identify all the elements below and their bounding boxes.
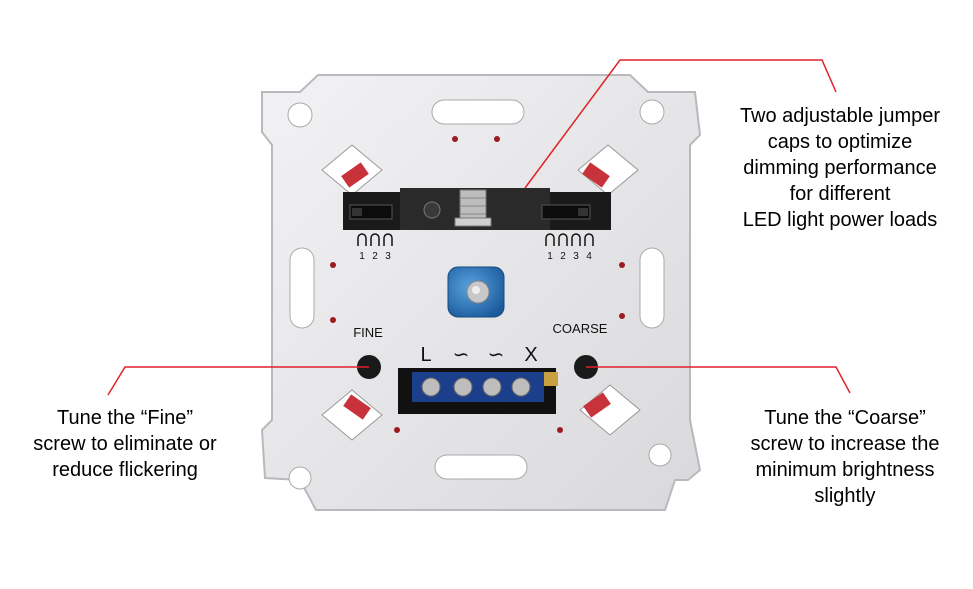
terminal-block <box>398 368 558 414</box>
callout-coarse-line-3: minimum brightness <box>755 459 935 481</box>
callout-jumper: Two adjustable jumper caps to optimize d… <box>690 103 973 233</box>
callout-coarse: Tune the “Coarse” screw to increase the … <box>720 405 970 509</box>
terminal-label-l: L <box>420 344 431 366</box>
callout-coarse-line-4: slightly <box>814 485 876 507</box>
claw-br <box>579 384 641 436</box>
fine-label: FINE <box>353 325 383 340</box>
jumper-right-num-4: 4 <box>586 251 592 262</box>
leader-fine <box>107 366 369 396</box>
slot-bottom <box>434 454 528 480</box>
jumper-right-num-1: 1 <box>547 251 553 262</box>
callout-jumper-line-1: Two adjustable jumper <box>739 105 941 127</box>
terminal-label-load-2: ∽ <box>488 344 505 366</box>
callout-jumper-line-2: caps to optimize <box>767 131 913 153</box>
claw-bl <box>321 389 383 441</box>
claw-tl <box>321 144 383 196</box>
coarse-label: COARSE <box>553 321 608 336</box>
mount-hole-tl <box>287 102 313 128</box>
jumper-pins-left <box>357 233 393 246</box>
terminal-label-load-1: ∽ <box>453 344 470 366</box>
jumper-cap-right <box>541 204 591 220</box>
callout-jumper-line-4: for different <box>789 183 891 205</box>
callout-fine-line-2: screw to eliminate or <box>33 433 217 455</box>
leader-coarse <box>586 366 851 394</box>
jumper-left-num-3: 3 <box>385 251 391 262</box>
mount-hole-bl <box>288 466 312 490</box>
jumper-right-num-2: 2 <box>560 251 566 262</box>
callout-fine: Tune the “Fine” screw to eliminate or re… <box>5 405 245 483</box>
slot-right <box>639 247 665 329</box>
callout-fine-line-3: reduce flickering <box>52 459 198 481</box>
callout-fine-line-1: Tune the “Fine” <box>57 407 193 429</box>
slot-top <box>431 99 525 125</box>
red-dots <box>330 136 625 433</box>
terminal-label-x: X <box>524 344 537 366</box>
slot-left <box>289 247 315 329</box>
jumper-left-num-2: 2 <box>372 251 378 262</box>
jumper-right-num-3: 3 <box>573 251 579 262</box>
adjust-screw-top <box>454 189 492 227</box>
callout-jumper-line-3: dimming performance <box>743 157 937 179</box>
jumper-pins-right <box>545 233 594 246</box>
leader-jumper <box>524 59 837 189</box>
callout-coarse-line-2: screw to increase the <box>750 433 940 455</box>
dimmer-knob <box>447 266 505 318</box>
callout-jumper-line-5: LED light power loads <box>742 209 938 231</box>
jumper-left-num-1: 1 <box>359 251 365 262</box>
leader-lines <box>107 59 851 396</box>
jumper-cap-left <box>349 204 393 220</box>
claw-tr <box>577 144 639 196</box>
jumper-component <box>423 201 441 219</box>
mount-hole-tr <box>639 99 665 125</box>
callout-coarse-line-1: Tune the “Coarse” <box>764 407 926 429</box>
mount-hole-br <box>648 443 672 467</box>
